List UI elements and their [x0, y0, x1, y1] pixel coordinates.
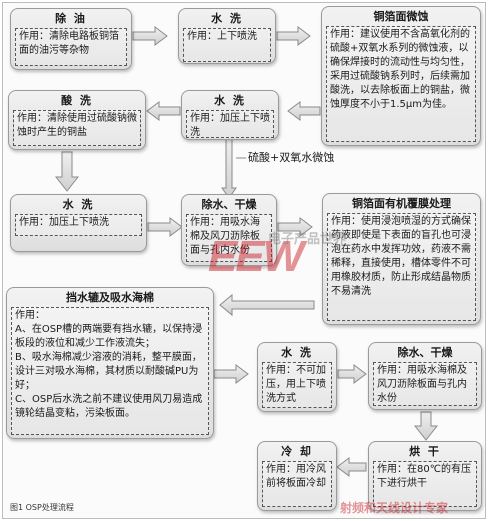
- step-wash-4: 水 洗 作用：不可加压，用上下喷洗方式: [257, 342, 337, 412]
- step-cool: 冷 却 作用：用冷风前将板面冷却: [257, 441, 337, 511]
- step-pickle: 酸 洗 作用：清除使用过硫酸钠微蚀时产生的铜盐: [8, 90, 146, 150]
- step-cool-desc: 作用：用冷风前将板面冷却: [262, 461, 332, 507]
- step-microetch-title: 铜箔面微蚀: [373, 10, 429, 23]
- squeegee-line: B、吸水海棉减少溶液的消耗，整平膜面，设计三对吸水海棉，其材质以耐酸碱PU为好；: [15, 352, 202, 391]
- step-pickle-title: 酸 洗: [61, 94, 93, 107]
- step-dewater-2: 除水、干燥 作用：用吸水海棉及风刀沥除板面与孔内水份: [368, 342, 482, 410]
- step-microetch-desc: 作用：建议使用不含高氧化剂的硫酸+双氧水系列的微蚀液，以确保焊接时的流动性与均匀…: [326, 26, 476, 142]
- step-wash-2: 水 洗 作用：加压上下喷洗: [181, 90, 279, 140]
- step-cool-title: 冷 却: [281, 445, 313, 458]
- step-wash-1-desc: 作用：上下喷洗: [183, 28, 271, 62]
- branch-label: 硫酸+双氧水微蚀: [248, 151, 335, 164]
- step-dewater-1-title: 除水、干燥: [201, 198, 257, 211]
- step-degrease: 除 油 作用：清除电路板铜箔面的油污等杂物: [10, 8, 132, 70]
- step-wash-4-desc: 作用：不可加压，用上下喷洗方式: [262, 362, 332, 408]
- squeegee-line: C、OSP后水洗之前不建议使用风刀易造成镜轮结晶变粘，污染板面。: [15, 394, 203, 419]
- step-squeegee-desc: 作用： A、在OSP槽的两端要有挡水辘，以保持浸板段的液位和减少工作液流失； B…: [11, 307, 209, 435]
- step-organic-coating-title: 铜箔面有机覆膜处理: [352, 197, 451, 210]
- squeegee-line: A、在OSP槽的两端要有挡水辘，以保持浸板段的液位和减少工作液流失；: [15, 324, 203, 349]
- step-wash-3-title: 水 洗: [62, 198, 95, 211]
- step-wash-1: 水 洗 作用：上下喷洗: [178, 8, 276, 64]
- step-microetch: 铜箔面微蚀 作用：建议使用不含高氧化剂的硫酸+双氧水系列的微蚀液，以确保焊接时的…: [321, 6, 481, 146]
- figure-caption: 图1 OSP处理流程: [10, 503, 74, 512]
- step-wash-2-desc: 作用：加压上下喷洗: [186, 110, 274, 138]
- step-dry-desc: 作用：在80℃的有压下进行烘干: [373, 461, 477, 507]
- step-wash-3: 水 洗 作用：加压上下喷洗: [10, 194, 147, 252]
- step-squeegee-title: 挡水辘及吸水海棉: [66, 291, 154, 304]
- step-pickle-desc: 作用：清除使用过硫酸钠微蚀时产生的铜盐: [13, 110, 141, 146]
- step-dry-title: 烘 干: [409, 445, 441, 458]
- step-dewater-2-title: 除水、干燥: [397, 346, 453, 359]
- squeegee-line: 作用：: [15, 310, 45, 321]
- step-degrease-desc: 作用：清除电路板铜箔面的油污等杂物: [15, 28, 127, 66]
- step-organic-coating: 铜箔面有机覆膜处理 作用：使用浸泡喷湿的方式确保药液即使是下表面的盲孔也可浸泡在…: [322, 193, 481, 325]
- step-wash-1-title: 水 洗: [211, 12, 243, 25]
- step-dry: 烘 干 作用：在80℃的有压下进行烘干: [368, 441, 482, 511]
- step-organic-coating-desc: 作用：使用浸泡喷湿的方式确保药液即使是下表面的盲孔也可浸泡在药水中发挥功效，药液…: [327, 213, 476, 321]
- step-wash-3-desc: 作用：加压上下喷洗: [15, 214, 142, 236]
- step-dewater-1-desc: 作用：用吸水海棉及风刀沥除板面与孔内水份: [186, 214, 272, 262]
- step-dewater-1: 除水、干燥 作用：用吸水海棉及风刀沥除板面与孔内水份: [181, 194, 277, 266]
- step-wash-4-title: 水 洗: [281, 346, 313, 359]
- step-squeegee: 挡水辘及吸水海棉 作用： A、在OSP槽的两端要有挡水辘，以保持浸板段的液位和减…: [6, 287, 214, 439]
- step-wash-2-title: 水 洗: [214, 94, 246, 107]
- step-dewater-2-desc: 作用：用吸水海棉及风刀沥除板面与孔内水份: [373, 362, 477, 406]
- step-degrease-title: 除 油: [55, 12, 87, 25]
